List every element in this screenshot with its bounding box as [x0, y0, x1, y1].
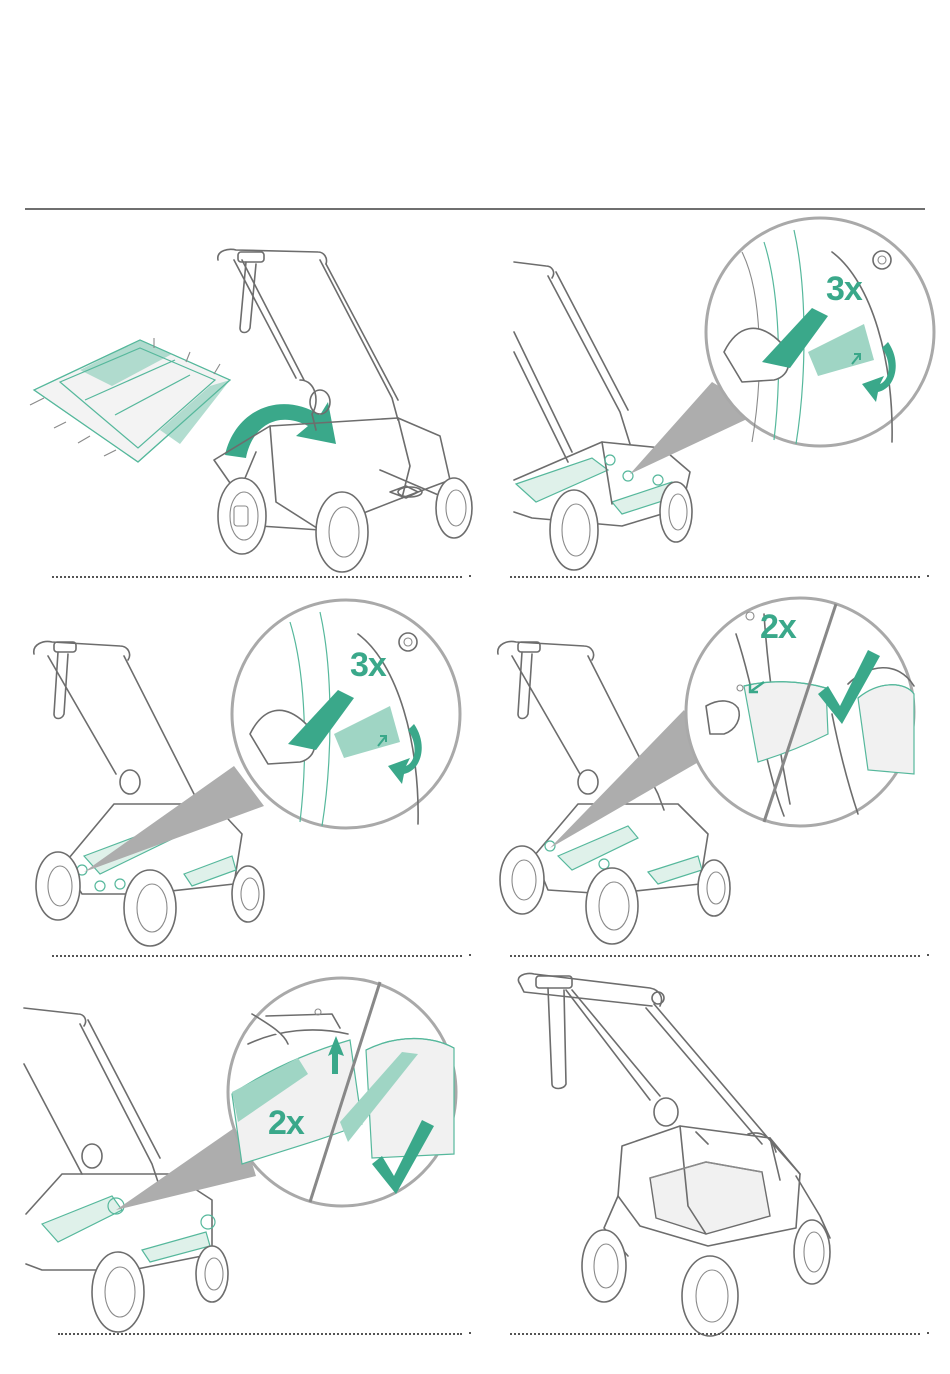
- step-3-illustration: [24, 594, 494, 974]
- step-divider-5: [58, 1333, 462, 1335]
- zoom-circle: [686, 598, 914, 826]
- step-4-illustration: [488, 594, 950, 974]
- zoom-circle: [228, 978, 456, 1206]
- step-divider-3: [52, 955, 462, 957]
- step-panel-4: 2x: [488, 594, 950, 974]
- step-panel-2: 3x: [512, 212, 950, 592]
- header-rule: [25, 208, 925, 210]
- step-panel-5: 2x: [22, 974, 492, 1354]
- zoom-circle: [232, 600, 460, 828]
- step-2-illustration: [512, 212, 950, 592]
- step-panel-1: [20, 230, 490, 610]
- step-1-illustration: [20, 230, 490, 610]
- repeat-count-label: 3x: [350, 646, 386, 685]
- repeat-count-label: 3x: [826, 270, 862, 309]
- step-5-illustration: [22, 974, 492, 1354]
- seat-liner-pad: [30, 338, 230, 462]
- stroller-complete: [518, 973, 830, 1256]
- step-divider-2: [510, 576, 920, 578]
- curved-arrow-icon: [225, 402, 336, 458]
- repeat-count-label: 2x: [760, 608, 796, 647]
- zoom-cone: [84, 766, 264, 872]
- stroller-partial: [514, 262, 690, 526]
- repeat-count-label: 2x: [268, 1104, 304, 1143]
- wheels: [218, 478, 472, 572]
- stroller-chassis: [24, 1008, 215, 1270]
- zoom-circle: [706, 218, 934, 446]
- step-panel-3: 3x: [24, 594, 494, 974]
- step-panel-6: [500, 966, 950, 1346]
- step-6-illustration: [500, 966, 950, 1346]
- step-divider-4: [510, 955, 920, 957]
- wheels: [582, 1220, 830, 1336]
- step-divider-1: [52, 576, 462, 578]
- step-divider-6: [510, 1333, 920, 1335]
- zoom-cone: [116, 1124, 256, 1210]
